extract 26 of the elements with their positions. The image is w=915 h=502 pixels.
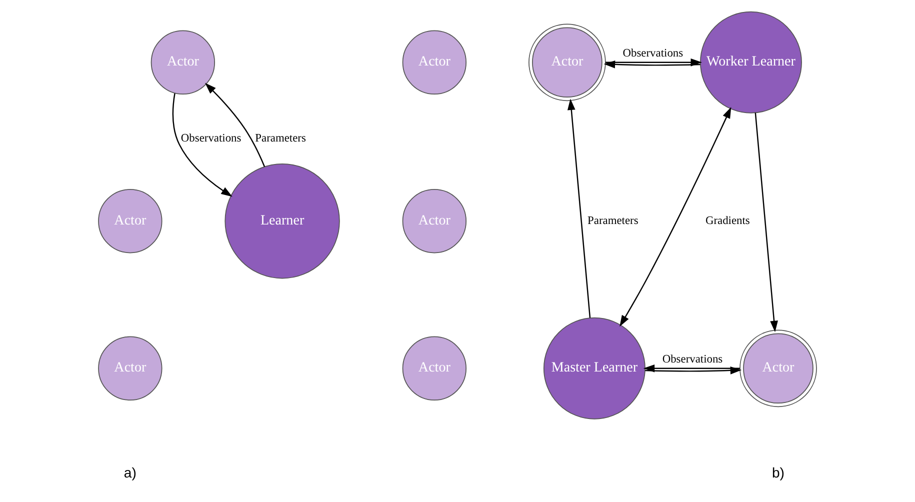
- arrow: [754, 112, 778, 332]
- node-circle: Actor: [98, 336, 162, 400]
- arrow: [172, 93, 232, 197]
- arrow: [604, 60, 700, 68]
- edge-label: Observations: [180, 132, 242, 144]
- node-circle: Learner: [224, 164, 340, 279]
- label: a): [124, 464, 136, 481]
- edge-label: Parameters: [255, 132, 306, 144]
- edge-label: Observations: [622, 48, 684, 60]
- node-circle: Actor: [740, 330, 817, 408]
- edge-label: Gradients: [705, 215, 750, 228]
- arrow: [567, 98, 591, 318]
- edge-label: Observations: [662, 354, 723, 366]
- edge-label: Parameters: [588, 215, 638, 228]
- arrow: [620, 107, 732, 327]
- node-circle: Actor: [402, 30, 467, 94]
- node-circle: Worker Learner: [700, 11, 802, 114]
- arrow: [645, 366, 742, 374]
- node-circle: Actor: [528, 24, 606, 102]
- label: b): [772, 464, 784, 481]
- arrow: [204, 82, 266, 167]
- node-circle: Master Learner: [543, 317, 646, 420]
- node-circle: Actor: [402, 336, 467, 400]
- arrow: [606, 58, 702, 66]
- node-circle: Actor: [402, 189, 467, 254]
- node-circle: Actor: [98, 189, 162, 254]
